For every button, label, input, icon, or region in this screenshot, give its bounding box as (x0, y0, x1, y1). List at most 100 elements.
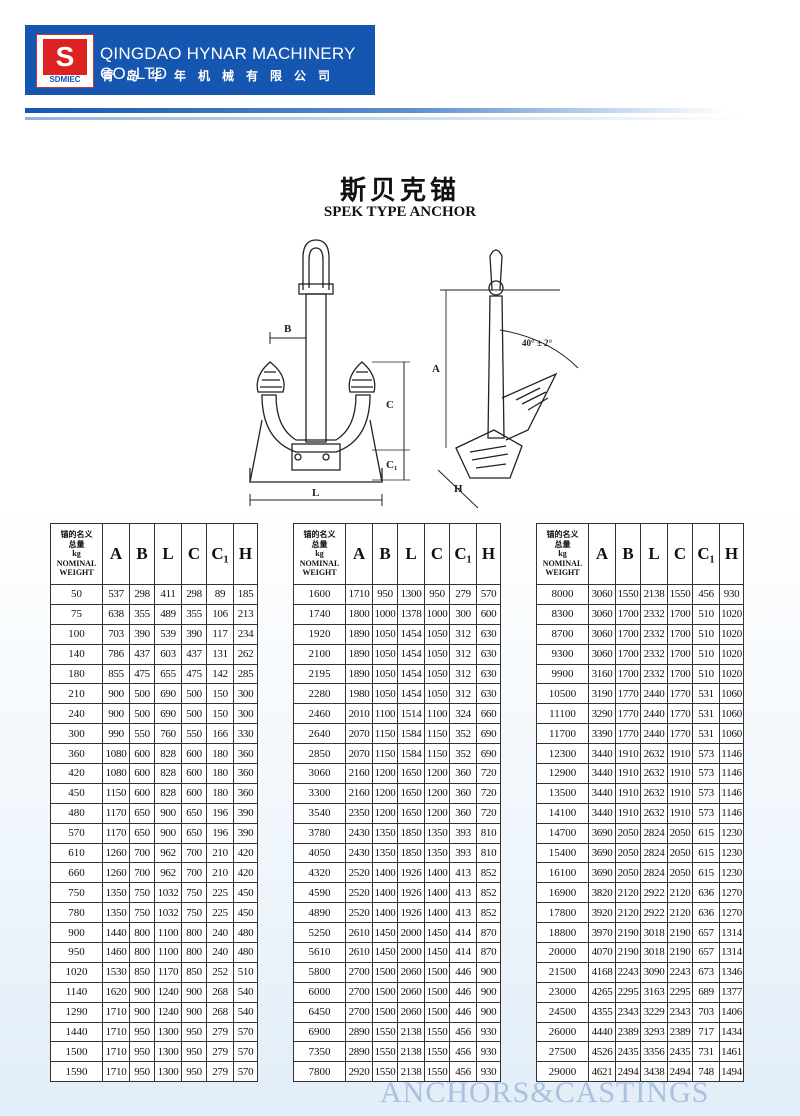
cell-value: 1100 (154, 942, 182, 963)
header-weight-line: kg (558, 549, 567, 559)
cell-value: 1230 (719, 842, 744, 864)
cell-value: 2332 (640, 623, 668, 645)
cell-value: 1700 (667, 603, 693, 625)
cell-value: 650 (129, 822, 155, 844)
cell-value: 531 (692, 683, 720, 705)
cell-value: 657 (692, 922, 720, 944)
cell-value: 690 (154, 683, 182, 705)
side-shackle (489, 249, 503, 291)
cell-value: 655 (154, 663, 182, 685)
cell-value: 360 (449, 782, 477, 804)
cell-value: 962 (154, 842, 182, 864)
cell-value: 1770 (615, 683, 641, 705)
cell-value: 3060 (588, 603, 616, 625)
cell-value: 279 (206, 1061, 234, 1083)
cell-value: 1406 (719, 1001, 744, 1023)
cell-value: 800 (181, 942, 207, 963)
cell-value: 1926 (397, 862, 425, 884)
cell-value: 1550 (372, 1041, 398, 1063)
cell-value: 573 (692, 782, 720, 804)
cell-weight: 24500 (536, 1001, 589, 1023)
cell-value: 1500 (372, 981, 398, 1003)
cell-weight: 3540 (293, 802, 346, 824)
cell-value: 1910 (667, 743, 693, 765)
cell-value: 2350 (345, 802, 373, 824)
cell-value: 1032 (154, 882, 182, 904)
cell-value: 1500 (424, 1001, 450, 1023)
cell-value: 3440 (588, 763, 616, 784)
cell-value: 1240 (154, 981, 182, 1003)
cell-value: 690 (476, 743, 501, 765)
cell-value: 1080 (102, 743, 130, 765)
header-weight-line: 总量 (68, 539, 85, 549)
cell-weight: 18800 (536, 922, 589, 944)
header-col-1: B (615, 523, 641, 585)
cell-weight: 2460 (293, 703, 346, 725)
cell-weight: 1440 (50, 1021, 103, 1043)
cell-value: 390 (233, 802, 258, 824)
cell-value: 2824 (640, 862, 668, 884)
cell-value: 630 (476, 663, 501, 685)
cell-value: 3060 (588, 623, 616, 645)
company-logo: Ѕ SDMIEC (36, 34, 94, 88)
cell-value: 2343 (667, 1001, 693, 1023)
header-col-2: L (397, 523, 425, 585)
cell-value: 196 (206, 802, 234, 824)
cell-value: 1494 (719, 1061, 744, 1083)
cell-weight: 360 (50, 743, 103, 765)
cell-value: 700 (129, 862, 155, 884)
cell-value: 800 (181, 922, 207, 944)
cell-value: 4265 (588, 981, 616, 1003)
cell-value: 1700 (615, 663, 641, 685)
cell-value: 312 (449, 623, 477, 645)
header-col-0: A (102, 523, 130, 585)
cell-value: 810 (476, 822, 501, 844)
cell-weight: 27500 (536, 1041, 589, 1063)
cell-value: 673 (692, 961, 720, 983)
cell-value: 1050 (424, 643, 450, 665)
cell-value: 1400 (372, 902, 398, 924)
side-crown (455, 429, 523, 479)
cell-value: 852 (476, 862, 501, 884)
cell-value: 210 (206, 842, 234, 864)
cell-weight: 16100 (536, 862, 589, 884)
cell-value: 2190 (667, 942, 693, 963)
cell-value: 480 (233, 922, 258, 944)
cell-value: 630 (476, 643, 501, 665)
cell-value: 180 (206, 743, 234, 765)
header-col-2: L (640, 523, 668, 585)
cell-value: 2632 (640, 743, 668, 765)
cell-value: 2700 (345, 981, 373, 1003)
cell-value: 2160 (345, 782, 373, 804)
cell-value: 510 (692, 643, 720, 665)
cell-value: 2632 (640, 782, 668, 804)
cell-value: 1926 (397, 882, 425, 904)
cell-value: 573 (692, 802, 720, 824)
cell-weight: 20000 (536, 942, 589, 963)
cell-weight: 480 (50, 802, 103, 824)
header-col-2: L (154, 523, 182, 585)
header-col-0: A (345, 523, 373, 585)
cell-value: 414 (449, 922, 477, 944)
cell-value: 2494 (615, 1061, 641, 1083)
cell-weight: 2280 (293, 683, 346, 705)
cell-value: 240 (206, 942, 234, 963)
cell-value: 1650 (397, 763, 425, 784)
cell-value: 117 (206, 623, 234, 645)
cell-value: 225 (206, 902, 234, 924)
cell-value: 1146 (719, 782, 744, 804)
cell-value: 279 (449, 584, 477, 605)
cell-value: 196 (206, 822, 234, 844)
cell-weight: 950 (50, 942, 103, 963)
